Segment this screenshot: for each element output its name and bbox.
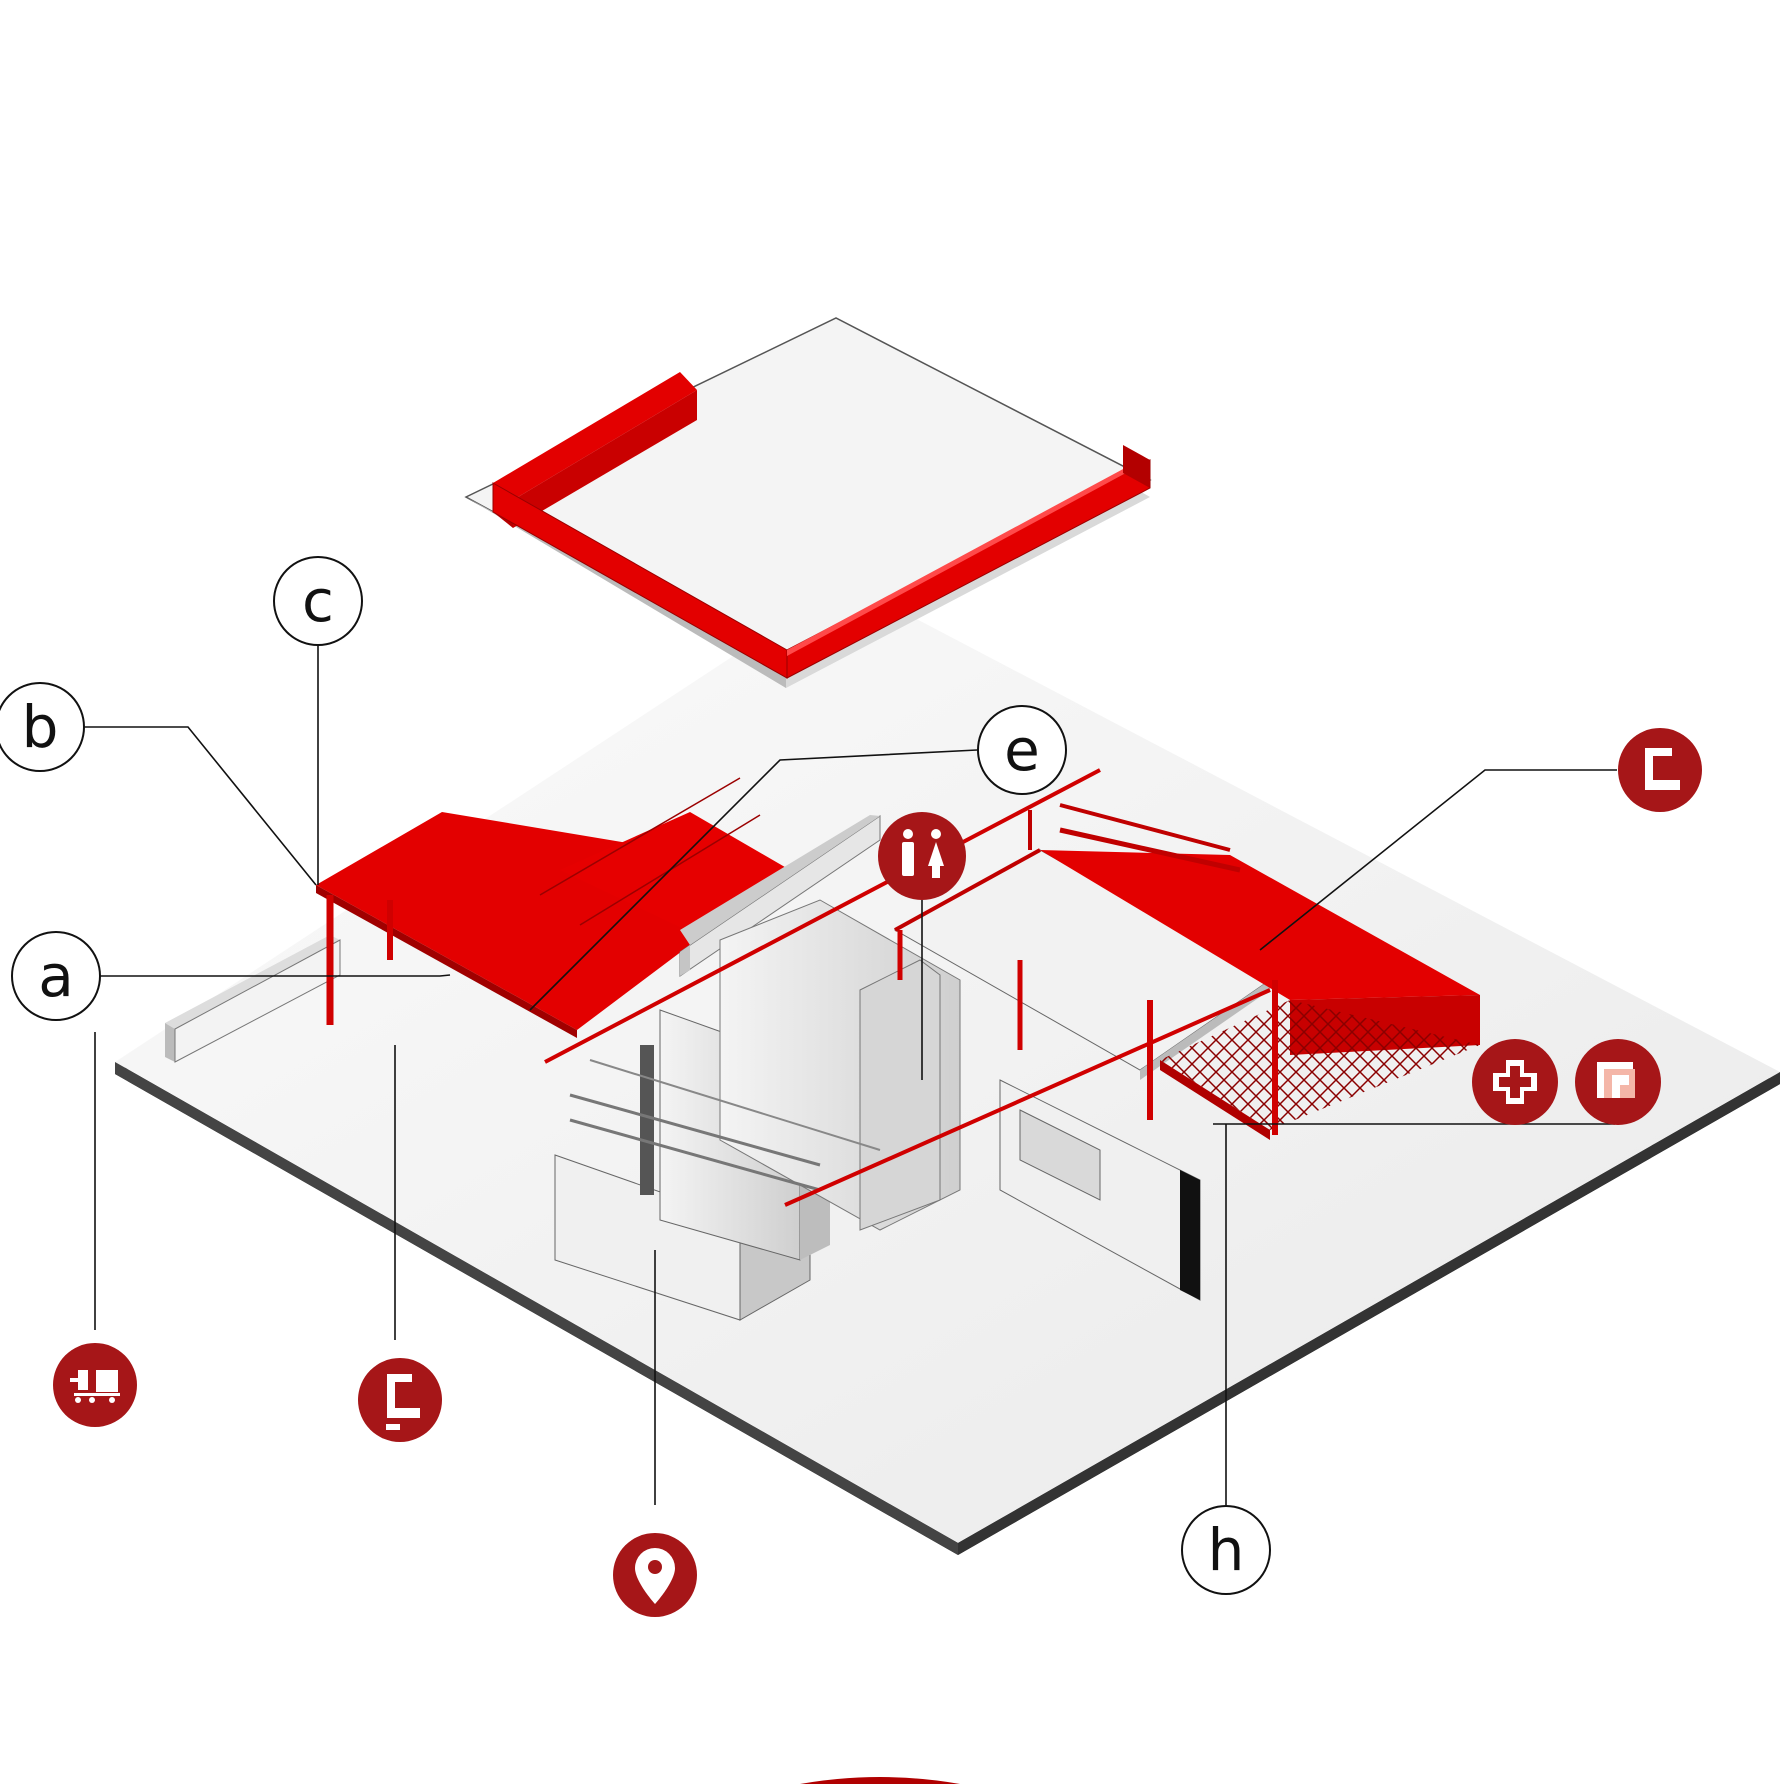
callout-h: h — [1181, 1505, 1271, 1595]
cropped-red-shape — [800, 1777, 960, 1784]
central-building — [554, 815, 1201, 1321]
stair-icon — [1618, 728, 1702, 812]
callout-a: a — [11, 931, 101, 1021]
tiered-seating — [544, 768, 1480, 1207]
svg-text:b: b — [22, 693, 59, 761]
floor-plan-icon — [1575, 1039, 1661, 1125]
callout-e: e — [977, 705, 1067, 795]
restroom-icon — [878, 812, 966, 900]
first-aid-icon — [1472, 1039, 1558, 1125]
svg-text:c: c — [302, 567, 334, 635]
stair-icon — [358, 1358, 442, 1442]
leader-lines — [82, 645, 1617, 1505]
callout-b: b — [0, 682, 85, 772]
svg-text:a: a — [38, 942, 74, 1010]
svg-text:h: h — [1208, 1516, 1245, 1584]
location-pin-icon — [613, 1533, 697, 1617]
callout-c: c — [273, 556, 363, 646]
boundary-wall — [165, 935, 341, 1063]
svg-text:e: e — [1004, 716, 1040, 784]
roof-slab — [464, 317, 1152, 688]
cart-icon — [53, 1343, 137, 1427]
